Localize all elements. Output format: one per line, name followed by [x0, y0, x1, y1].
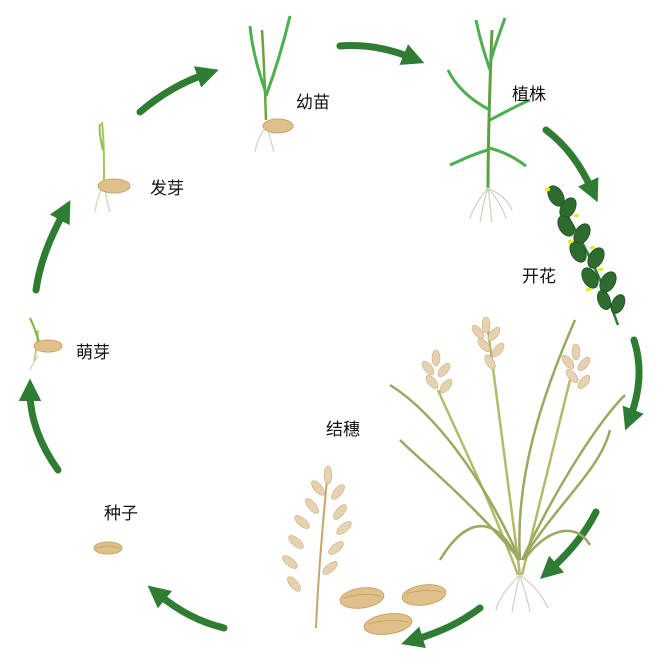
label-flowering: 开花: [522, 267, 556, 287]
arrow-flowering-to-heading: [622, 336, 644, 431]
arrow-seedling-to-plant: [336, 42, 425, 65]
label-heading: 结穗: [326, 420, 360, 440]
label-germination: 发芽: [150, 179, 184, 199]
label-sprout: 萌芽: [76, 343, 110, 363]
arrow-grains-to-seed: [147, 585, 228, 632]
cycle-arrows: [18, 42, 644, 649]
arrow-germination-to-seedling: [136, 66, 219, 116]
seedling-illustration: [248, 15, 294, 153]
plant-illustration: [446, 17, 531, 223]
arrow-to-grains: [401, 604, 484, 649]
grains-illustration: [339, 584, 447, 635]
seed-illustration: [93, 541, 123, 555]
arrow-plant-to-flowering: [542, 126, 599, 203]
mature-plant-illustration: [389, 316, 626, 613]
panicle-heads: [421, 316, 591, 393]
arrow-sprout-to-germination: [32, 200, 71, 294]
label-seed: 种子: [104, 504, 138, 524]
arrow-seed-to-sprout: [18, 378, 62, 474]
flowering-illustration: [545, 185, 626, 326]
label-seedling: 幼苗: [296, 93, 330, 113]
arrow-heading-to-spike: [540, 508, 600, 579]
label-plant: 植株: [512, 85, 546, 105]
harvested-spike-illustration: [282, 465, 352, 629]
sprout-illustration: [29, 317, 63, 371]
germination-illustration: [94, 121, 131, 213]
